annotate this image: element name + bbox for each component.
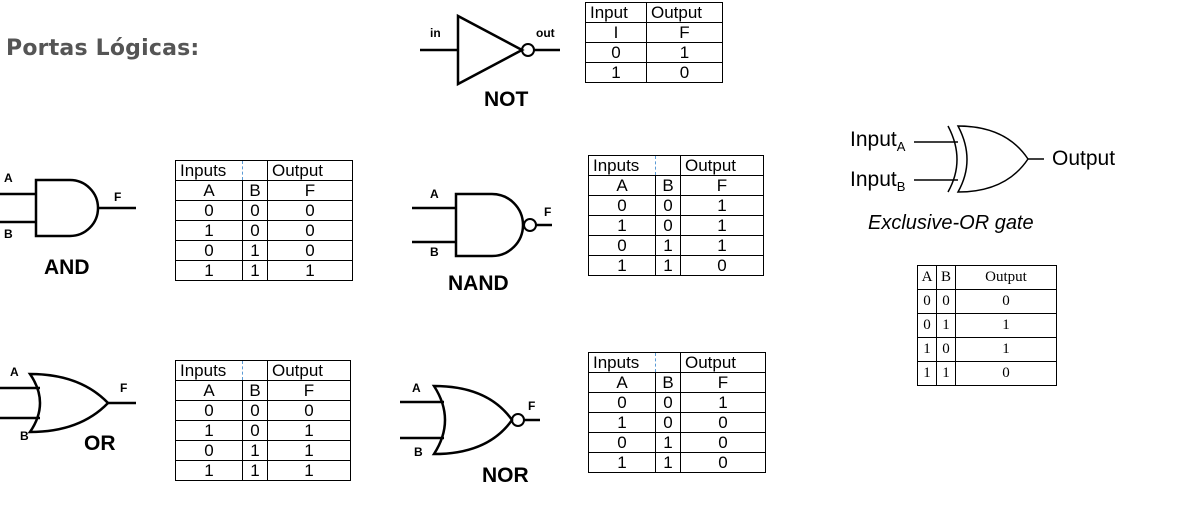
page-title: Portas Lógicas: — [6, 36, 200, 61]
xor-gate-symbol — [914, 125, 1044, 193]
and-pin-b: B — [4, 227, 13, 241]
table-header: Output — [680, 352, 766, 373]
nand-gate-name: NAND — [448, 272, 509, 295]
table-header: Inputs — [588, 155, 656, 176]
and-gate-name: AND — [44, 256, 90, 279]
nor-pin-a: A — [412, 381, 421, 395]
or-pin-a: A — [10, 365, 19, 379]
table-row: 0 1 — [585, 42, 723, 63]
and-gate-symbol: A B F — [0, 171, 136, 241]
nand-gate-symbol: A B F — [412, 187, 552, 259]
table-header: Inputs — [175, 160, 243, 181]
table-header: Input — [585, 2, 647, 23]
table-header: Inputs — [175, 360, 243, 381]
not-gate-symbol: in out — [420, 13, 560, 87]
not-pin-out: out — [536, 26, 555, 40]
table-row: I F — [585, 22, 723, 43]
or-pin-b: B — [20, 429, 29, 443]
nand-pin-a: A — [430, 187, 439, 201]
or-gate-symbol: A B F — [0, 365, 136, 443]
not-pin-in: in — [430, 26, 441, 40]
table-header: Output — [267, 360, 351, 381]
nor-pin-b: B — [414, 445, 423, 459]
table-header: Inputs — [588, 352, 656, 373]
and-pin-f: F — [114, 190, 121, 204]
table-header: Output — [680, 155, 764, 176]
and-pin-a: A — [4, 171, 13, 185]
or-gate-name: OR — [84, 432, 116, 455]
nor-gate-name: NOR — [482, 464, 529, 487]
xor-input-a-label: InputA — [850, 128, 906, 155]
xor-caption: Exclusive-OR gate — [868, 212, 1034, 234]
nand-pin-f: F — [544, 205, 551, 219]
xor-input-b-label: InputB — [850, 168, 906, 195]
table-header: A — [917, 265, 937, 290]
nor-pin-f: F — [528, 399, 535, 413]
not-truth-table: Input Output I F 0 1 1 0 — [585, 2, 723, 83]
table-header: Output — [267, 160, 353, 181]
table-row: 1 0 — [585, 62, 723, 83]
table-header: Output — [955, 265, 1057, 290]
table-header: B — [936, 265, 956, 290]
table-header: Output — [646, 2, 723, 23]
nor-gate-symbol: A B F — [400, 381, 540, 459]
not-gate-name: NOT — [484, 88, 529, 111]
nand-pin-b: B — [430, 245, 439, 259]
xor-output-label: Output — [1052, 147, 1116, 170]
or-pin-f: F — [120, 381, 127, 395]
